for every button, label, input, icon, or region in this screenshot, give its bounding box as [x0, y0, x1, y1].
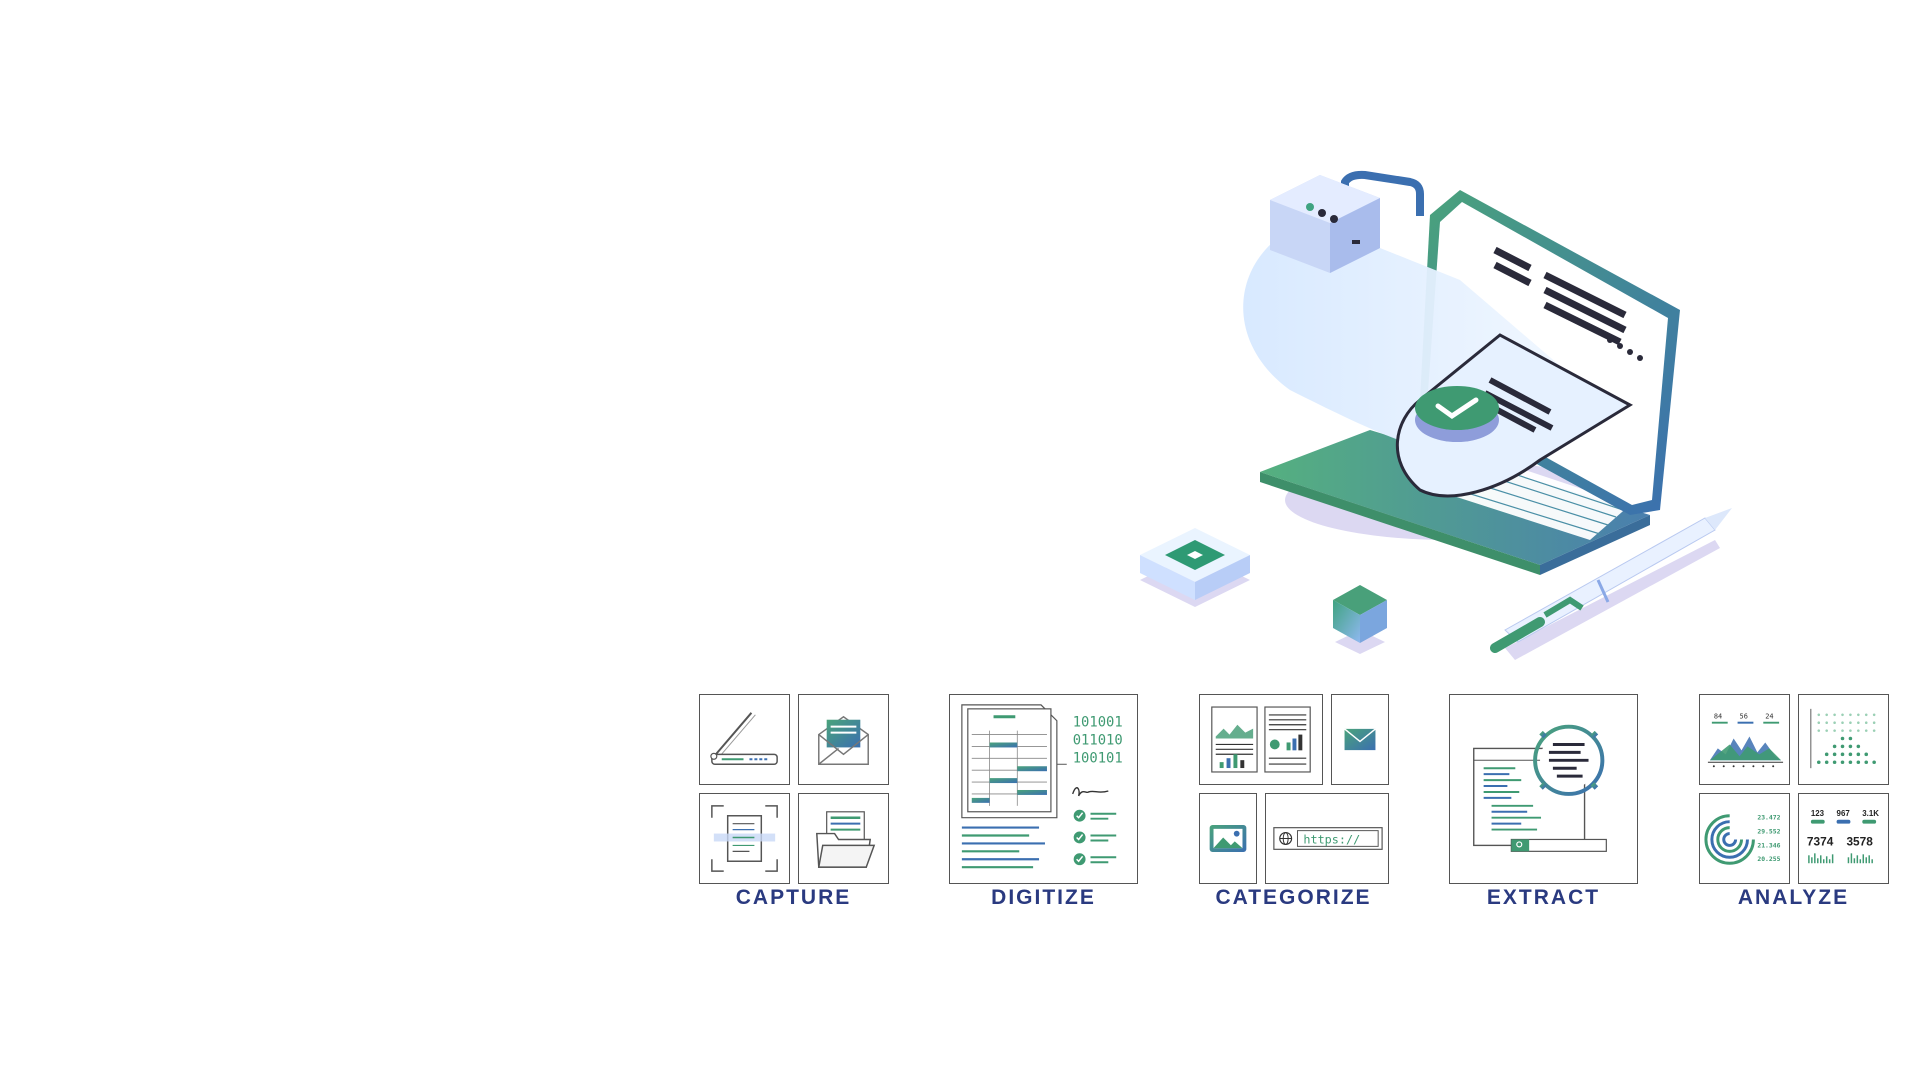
step-caption: DIGITIZE	[991, 886, 1096, 909]
document-scroll-icon	[1243, 220, 1634, 498]
stat-large: 3578	[1846, 834, 1873, 848]
stat-small: 123	[1811, 809, 1825, 818]
step-caption: EXTRACT	[1486, 886, 1601, 909]
padlock-icon	[1270, 170, 1424, 273]
scanner-icon	[710, 712, 778, 765]
capture-scanner-tile	[699, 694, 790, 785]
area-chart-icon: 84 56 24	[1707, 713, 1784, 768]
stat-small: 3.1K	[1862, 809, 1879, 818]
radial-chart-icon: 23.472 29.552 21.346 20.255	[1704, 814, 1781, 865]
capture-folder-tile	[798, 793, 889, 884]
stat-large: 7374	[1807, 834, 1834, 848]
dot-matrix-icon	[1810, 708, 1876, 769]
binary-line: 101001	[1073, 715, 1123, 731]
gear-icon	[1529, 720, 1609, 800]
radial-value: 21.346	[1757, 841, 1780, 849]
step-digitize[interactable]: 101001 011010 100101	[949, 694, 1138, 884]
categorize-reports-tile	[1199, 694, 1323, 785]
pen-icon	[1490, 508, 1732, 653]
pen-shadow	[1505, 540, 1720, 660]
email-icon	[818, 715, 869, 765]
binary-line: 100101	[1073, 750, 1123, 766]
spreadsheet-document-icon: 101001 011010 100101	[961, 704, 1123, 869]
step-caption: CAPTURE	[735, 886, 852, 909]
analyze-dotmatrix-tile	[1798, 694, 1889, 785]
step-caption: ANALYZE	[1737, 886, 1850, 909]
cube-icon	[1333, 585, 1387, 643]
email-icon	[1344, 728, 1376, 751]
url-text: https://	[1303, 832, 1360, 846]
step-extract[interactable]	[1449, 694, 1638, 884]
analyze-stats-tile: 123 967 3.1K 7374 3578	[1798, 793, 1889, 884]
capture-docscan-tile	[699, 793, 790, 884]
digitize-tile: 101001 011010 100101	[949, 694, 1138, 884]
step-capture[interactable]	[699, 694, 889, 884]
chart-label: 24	[1765, 713, 1773, 721]
categorize-email-tile	[1331, 694, 1389, 785]
image-icon	[1209, 824, 1247, 853]
search-icon	[1511, 839, 1530, 852]
radial-value: 23.472	[1757, 814, 1780, 822]
capture-email-tile	[798, 694, 889, 785]
step-analyze[interactable]: 84 56 24	[1699, 694, 1889, 884]
folder-icon	[816, 811, 876, 868]
step-caption: CATEGORIZE	[1215, 886, 1372, 909]
radial-value: 20.255	[1757, 855, 1780, 863]
chart-label: 56	[1740, 713, 1748, 721]
browser-window-icon	[1473, 720, 1609, 852]
stat-small: 967	[1837, 809, 1851, 818]
document-scan-icon	[711, 805, 778, 872]
categorize-image-tile	[1199, 793, 1257, 884]
analyze-radial-tile: 23.472 29.552 21.346 20.255	[1699, 793, 1790, 884]
step-categorize[interactable]: https://	[1199, 694, 1389, 884]
hero-svg	[1140, 170, 1732, 660]
chip-icon	[1140, 528, 1250, 600]
signature-icon	[1072, 787, 1109, 797]
analyze-areachart-tile: 84 56 24	[1699, 694, 1790, 785]
binary-line: 011010	[1073, 732, 1123, 748]
radial-value: 29.552	[1757, 828, 1780, 836]
extract-tile	[1449, 694, 1638, 884]
web-link-icon: https://	[1273, 827, 1383, 850]
checklist-icon	[1073, 809, 1117, 866]
categorize-link-tile: https://	[1265, 793, 1389, 884]
hero-illustration	[1120, 160, 1740, 670]
report-pages-icon	[1211, 706, 1311, 773]
checkmark-icon	[1415, 386, 1499, 442]
chart-label: 84	[1714, 713, 1722, 721]
stats-icon: 123 967 3.1K 7374 3578	[1807, 809, 1879, 864]
